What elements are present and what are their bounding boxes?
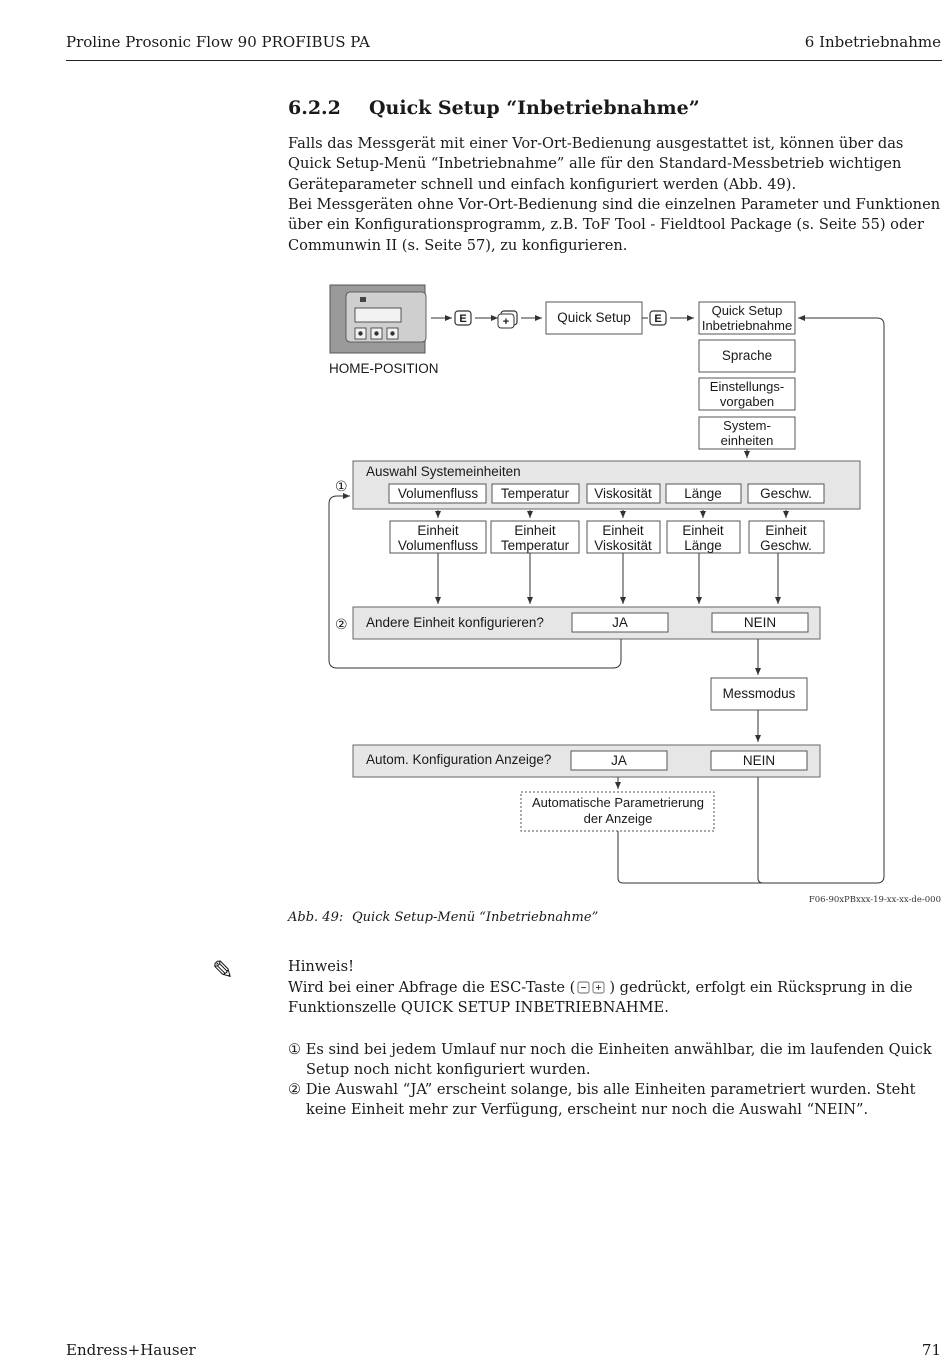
unit-box-viskositaet <box>586 483 661 504</box>
unit-label-temperatur: Temperatur <box>501 486 570 501</box>
auto-param-line-2: der Anzeige <box>584 811 653 826</box>
home-position-label: HOME-POSITION <box>329 361 439 376</box>
sprache-box <box>698 339 796 373</box>
einheit-box-geschw <box>748 520 825 554</box>
footnote-2: ② Die Auswahl “JA” erscheint solange, bi… <box>288 1081 916 1119</box>
einheit-volumenfluss-line: Volumenfluss <box>398 538 479 553</box>
unit-box-laenge <box>665 483 742 504</box>
running-header-title: Proline Prosonic Flow 90 PROFIBUS PA <box>66 33 370 51</box>
running-header-chapter: 6 Inbetriebnahme <box>804 33 941 51</box>
unit-label-geschw: Geschw. <box>760 486 812 501</box>
figure-caption: Abb. 49: Quick Setup-Menü “Inbetriebnahme… <box>288 910 598 925</box>
quick-setup-flow-diagram: HOME-POSITION E + Quick Setup E Quick Se… <box>328 284 885 884</box>
einheit-word-1: Einheit <box>417 523 459 538</box>
caption-text: Quick Setup-Menü “Inbetriebnahme” <box>352 910 599 925</box>
systemeinheiten-box <box>698 416 796 450</box>
unit-label-laenge: Länge <box>684 486 722 501</box>
nein-option-2 <box>710 750 808 771</box>
einheit-geschw-line: Geschw. <box>760 538 812 553</box>
messmodus-label: Messmodus <box>723 686 796 701</box>
ja-label-1: JA <box>612 615 628 630</box>
unit-label-viskositaet: Viskosität <box>594 486 652 501</box>
unit-label-volumenfluss: Volumenfluss <box>398 486 479 501</box>
pencil-icon: ✎ <box>212 956 234 986</box>
einheit-word-4: Einheit <box>682 523 724 538</box>
einheit-box-laenge <box>666 520 741 554</box>
quick-setup-label: Quick Setup <box>557 310 631 325</box>
unit-box-temperatur <box>491 483 580 504</box>
section-title: Quick Setup “Inbetriebnahme” <box>369 97 700 119</box>
ja-option-2 <box>570 750 668 771</box>
messmodus-box <box>710 677 808 711</box>
footnote-1: ① Es sind bei jedem Umlauf nur noch die … <box>288 1041 932 1079</box>
note-text-before: Wird bei einer Abfrage die ESC-Taste ( <box>288 979 576 996</box>
system-line-1: System- <box>723 418 771 433</box>
qs-inbetrieb-line-1: Quick Setup <box>712 303 783 318</box>
intro-paragraph-2: Bei Messgeräten ohne Vor-Ort-Bedienung s… <box>288 196 941 254</box>
marker-2: ② <box>335 616 348 632</box>
einheit-word-3: Einheit <box>602 523 644 538</box>
e-key-icon: E <box>454 310 472 326</box>
sprache-label: Sprache <box>722 348 772 363</box>
einstellungs-line-1: Einstellungs- <box>710 379 784 394</box>
plus-key-icon: + <box>497 310 518 329</box>
nein-label-2: NEIN <box>743 753 775 768</box>
footer-brand: Endress+Hauser <box>66 1341 196 1359</box>
automatische-parametrierung-box <box>520 791 715 832</box>
e-key-label: E <box>459 313 466 325</box>
system-line-2: einheiten <box>721 433 774 448</box>
unit-box-geschw <box>747 483 825 504</box>
auswahl-label: Auswahl Systemeinheiten <box>366 464 521 479</box>
caption-number: Abb. 49: <box>288 910 344 925</box>
note-title: Hinweis! <box>288 958 354 975</box>
einstellungsvorgaben-box <box>698 377 796 411</box>
e-key-label-2: E <box>654 313 661 325</box>
einheit-temperatur-line: Temperatur <box>501 538 570 553</box>
esc-key-icon <box>577 981 605 994</box>
autom-konfiguration-label: Autom. Konfiguration Anzeige? <box>366 752 551 767</box>
note-body: Wird bei einer Abfrage die ESC-Taste () … <box>288 978 942 1019</box>
einheit-word-2: Einheit <box>514 523 556 538</box>
note-text-after: ) gedrückt, erfolgt ein Rücksprung in di… <box>288 979 913 1017</box>
section-heading: 6.2.2 Quick Setup “Inbetriebnahme” <box>288 97 700 119</box>
plus-key-label: + <box>503 316 509 328</box>
einheit-word-5: Einheit <box>765 523 807 538</box>
auto-param-line-1: Automatische Parametrierung <box>532 795 704 810</box>
einheit-box-temperatur <box>490 520 580 554</box>
loop-back-arrow <box>328 493 622 669</box>
figure-code: F06-90xPBxxx-19-xx-xx-de-000 <box>808 895 941 905</box>
device-display-icon <box>329 284 427 354</box>
einheit-box-volumenfluss <box>389 520 487 554</box>
einstellungs-line-2: vorgaben <box>720 394 774 409</box>
unit-box-volumenfluss <box>388 483 487 504</box>
nein-return-line <box>757 777 778 884</box>
qs-inbetrieb-line-2: Inbetriebnahme <box>702 318 792 333</box>
ja-option-1 <box>571 612 669 633</box>
page-number: 71 <box>921 1341 941 1359</box>
quick-setup-inbetriebnahme-box <box>698 301 796 335</box>
intro-paragraph-1: Falls das Messgerät mit einer Vor-Ort-Be… <box>288 135 904 193</box>
nein-label-1: NEIN <box>744 615 776 630</box>
section-number: 6.2.2 <box>288 97 341 119</box>
andere-einheit-label: Andere Einheit konfigurieren? <box>366 615 544 630</box>
einheit-box-viskositaet <box>586 520 661 554</box>
marker-1: ① <box>335 478 348 494</box>
return-arrow <box>617 315 885 884</box>
ja-label-2: JA <box>611 753 627 768</box>
einheit-viskositaet-line: Viskosität <box>594 538 652 553</box>
e-key-icon: E <box>649 310 667 326</box>
nein-option-1 <box>711 612 809 633</box>
quick-setup-box <box>545 301 643 335</box>
header-rule <box>66 60 942 61</box>
einheit-laenge-line: Länge <box>684 538 722 553</box>
